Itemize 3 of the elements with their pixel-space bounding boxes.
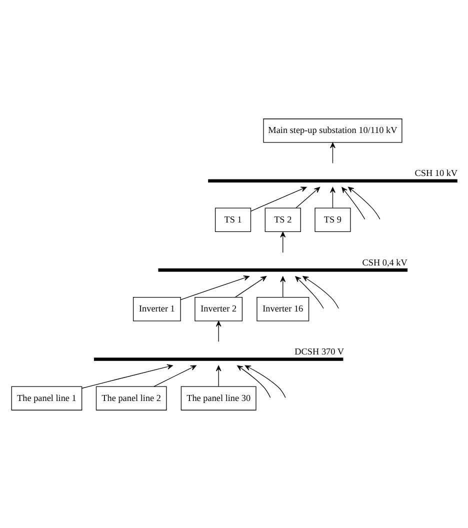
- node-label: CSH 10 kV: [414, 168, 458, 178]
- node-label: DCSH 370 V: [294, 346, 344, 356]
- node-label: CSH 0,4 kV: [362, 256, 407, 267]
